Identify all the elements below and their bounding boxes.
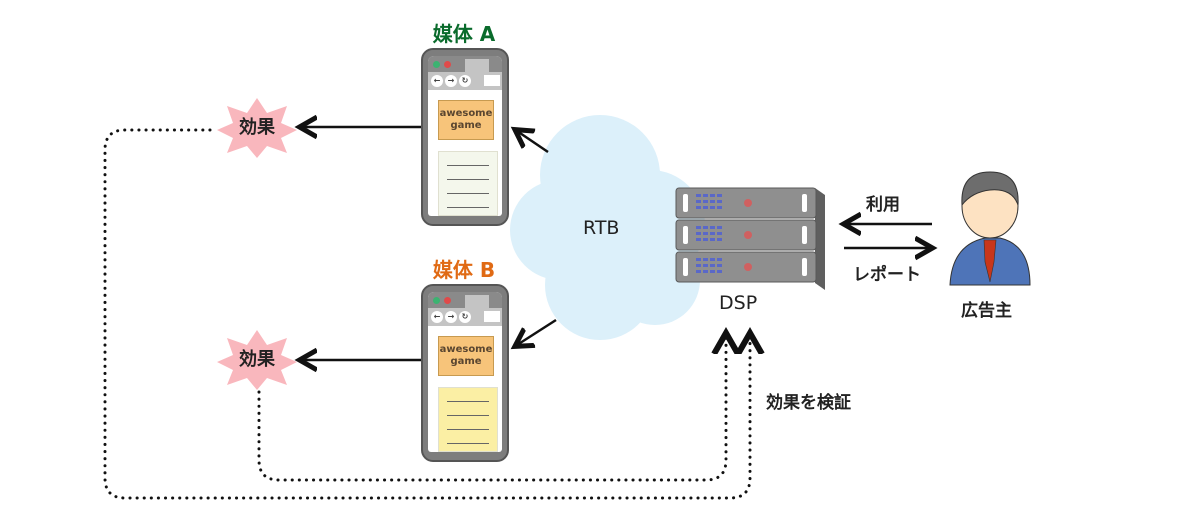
server-led	[710, 258, 715, 261]
forward-icon: →	[445, 75, 457, 87]
refresh-icon: ↻	[459, 75, 471, 87]
advertiser-person-icon	[949, 171, 1031, 286]
browser-navbar: ← → ↻	[428, 72, 502, 90]
server-led	[717, 258, 722, 261]
ad-banner: awesome game	[438, 336, 494, 376]
advertiser-label: 広告主	[961, 301, 1012, 321]
verify-effect-label: 効果を検証	[766, 393, 851, 413]
window-dot-red	[444, 61, 451, 68]
server-led	[696, 238, 701, 241]
browser-titlebar	[428, 292, 502, 311]
server-led	[717, 264, 722, 267]
dotted-path-effect-b	[257, 336, 726, 482]
media-b-title: 媒体 B	[432, 258, 496, 282]
server-led	[717, 194, 722, 197]
server-led	[710, 200, 715, 203]
ad-text-line2: game	[450, 120, 482, 131]
media-a-phone: ← → ↻ awesome game	[421, 48, 509, 226]
server-led	[717, 270, 722, 273]
window-dot-green	[433, 61, 440, 68]
server-led	[703, 194, 708, 197]
server-led	[703, 200, 708, 203]
server-led	[696, 258, 701, 261]
back-icon: ←	[431, 311, 443, 323]
server-led	[696, 206, 701, 209]
rtb-label: RTB	[583, 217, 620, 239]
url-bar	[484, 311, 500, 322]
rtb-cloud	[510, 115, 705, 340]
server-led	[717, 206, 722, 209]
arrow-rtb-to-media-a	[517, 131, 549, 154]
browser-navbar: ← → ↻	[428, 308, 502, 326]
server-led	[703, 232, 708, 235]
server-led	[703, 206, 708, 209]
server-led	[710, 194, 715, 197]
ad-banner: awesome game	[438, 100, 494, 140]
dotted-path-effect-a	[103, 128, 750, 500]
refresh-icon: ↻	[459, 311, 471, 323]
server-led	[710, 270, 715, 273]
server-led	[710, 226, 715, 229]
server-led	[703, 226, 708, 229]
server-led	[696, 264, 701, 267]
forward-icon: →	[445, 311, 457, 323]
server-led	[717, 232, 722, 235]
effect-label: 効果	[239, 349, 275, 370]
window-dot-green	[433, 297, 440, 304]
ad-text-line1: awesome	[439, 108, 493, 119]
ad-text-line1: awesome	[439, 344, 493, 355]
server-led	[710, 232, 715, 235]
server-led	[703, 258, 708, 261]
server-led	[696, 232, 701, 235]
server-led	[710, 238, 715, 241]
server-led	[696, 194, 701, 197]
server-led	[710, 206, 715, 209]
server-led	[717, 226, 722, 229]
arrow-rtb-to-media-b	[517, 318, 557, 345]
report-label: レポート	[853, 265, 921, 285]
server-led	[703, 270, 708, 273]
use-label: 利用	[866, 195, 900, 215]
effect-burst-b: 効果	[217, 330, 297, 390]
ad-text-line2: game	[450, 356, 482, 367]
burst-star-icon	[217, 330, 297, 390]
effect-burst-a: 効果	[217, 98, 297, 158]
page-content	[438, 151, 498, 216]
page-content	[438, 387, 498, 452]
server-led	[717, 200, 722, 203]
browser-tab	[465, 59, 489, 75]
burst-star-icon	[217, 98, 297, 158]
browser-titlebar	[428, 56, 502, 75]
server-led	[717, 238, 722, 241]
server-led	[696, 226, 701, 229]
dsp-label: DSP	[719, 292, 758, 314]
dsp-server-icon	[675, 187, 825, 290]
server-led	[696, 270, 701, 273]
server-led	[710, 264, 715, 267]
server-led	[703, 238, 708, 241]
server-led	[696, 200, 701, 203]
media-b-phone: ← → ↻ awesome game	[421, 284, 509, 462]
media-a-title: 媒体 A	[432, 22, 496, 46]
back-icon: ←	[431, 75, 443, 87]
url-bar	[484, 75, 500, 86]
window-dot-red	[444, 297, 451, 304]
server-led	[703, 264, 708, 267]
browser-tab	[465, 295, 489, 311]
effect-label: 効果	[239, 117, 275, 138]
